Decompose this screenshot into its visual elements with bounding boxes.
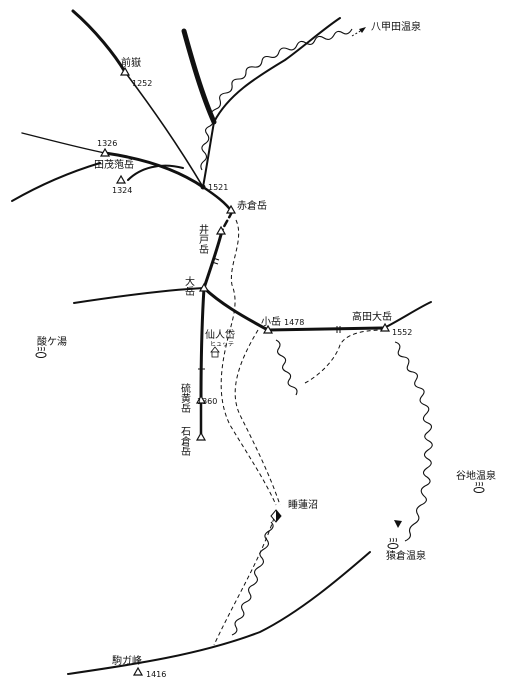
suirenuma-pond-icon <box>270 509 282 523</box>
peak-marker-1521 <box>200 184 206 190</box>
ridge-takada-ne <box>383 301 432 329</box>
symbols <box>35 27 485 549</box>
place-label-sukayu: 酸ケ湯 <box>37 335 67 348</box>
ridge-kodake-takada <box>266 326 386 332</box>
ridge-akakura-ido <box>220 210 234 233</box>
peak-name-komagamine: 駒ガ峰 <box>112 655 142 667</box>
peak-marker-odake <box>198 282 210 292</box>
peak-marker-1326 <box>99 147 111 157</box>
peak-elev-1521: 1521 <box>208 183 228 192</box>
peak-elev-1326: 1326 <box>97 139 117 148</box>
place-label-sarukura-onsen: 猿倉温泉 <box>386 549 426 562</box>
peak-marker-maedake <box>119 66 131 76</box>
peak-marker-1324 <box>115 174 127 184</box>
peak-name-odake: 大岳 <box>183 275 195 297</box>
hut-icon <box>210 346 220 358</box>
ridge-lines <box>11 9 432 675</box>
ridge-odake-iodake <box>199 286 206 402</box>
trail-loop-east <box>304 329 385 384</box>
peak-markers <box>99 66 391 676</box>
trail-suirenuma-komagamine <box>213 517 275 646</box>
place-label-suirenuma: 睡蓮沼 <box>288 498 318 511</box>
ridge-odake-kodake <box>202 286 270 332</box>
peak-marker-takada <box>379 322 391 332</box>
peak-name-ido: 井戸岳 <box>197 223 209 255</box>
peak-name-kodake: 小岳 <box>261 316 281 328</box>
hot-spring-icon-yachi <box>473 481 485 493</box>
peak-elev-takadaodake: 1552 <box>392 328 412 337</box>
road-sarukura <box>394 341 433 542</box>
arrow-icon-sarukura <box>394 520 402 528</box>
peak-name-ishikura: 石倉岳 <box>179 426 191 457</box>
ridge-west-1326 <box>21 132 106 154</box>
trail-lines <box>213 219 385 646</box>
road-lines <box>200 28 433 636</box>
peak-name-tamosachi: 田茂萢岳 <box>94 158 134 171</box>
ridge-tamosachi <box>103 151 205 189</box>
peak-elev-iodake: 1360 <box>197 397 217 406</box>
peak-elev-maedake: 1252 <box>132 79 152 88</box>
ridge-tick-marks <box>198 257 341 370</box>
ridge-1324-spur <box>127 164 184 181</box>
peak-elev-1324: 1324 <box>112 186 132 195</box>
peak-marker-kodake <box>262 324 274 334</box>
peak-name-iodake: 硫黄岳 <box>179 382 191 414</box>
hot-spring-icon-sukayu <box>35 346 47 358</box>
ridge-north-maedake <box>71 9 127 74</box>
ridge-thick-north <box>181 28 217 125</box>
ridge-maedake-1521 <box>124 71 204 188</box>
trail-akakura-hut <box>229 219 240 331</box>
place-label-hakkoda-onsen: 八甲田温泉 <box>371 20 421 33</box>
map-labels: 八甲田温泉 前嶽 1252 1326 田茂萢岳 1324 1521 赤倉岳 井戸… <box>37 20 496 679</box>
road-kodake-south <box>275 339 298 396</box>
place-label-hut: ヒュッテ <box>210 341 234 348</box>
ridge-to-1521 <box>202 121 215 188</box>
trail-hut-suirenuma-a <box>220 329 277 506</box>
ridge-ne-arc <box>213 17 341 123</box>
peak-marker-akakura <box>225 204 237 214</box>
peak-name-akakura: 赤倉岳 <box>237 199 267 212</box>
peak-marker-ido <box>215 225 227 235</box>
hot-spring-icon-sarukura <box>387 537 399 549</box>
place-label-sennintai: 仙人岱 <box>205 328 235 341</box>
peak-elev-kodake: 1478 <box>284 318 304 327</box>
ridge-west-low <box>11 162 101 202</box>
peak-marker-komagamine <box>132 666 144 676</box>
peak-marker-ishikura <box>195 431 207 441</box>
trail-hut-suirenuma-b <box>234 329 281 506</box>
ridge-komagamine <box>67 551 371 675</box>
place-label-yachi-onsen: 谷地温泉 <box>456 469 496 482</box>
ridge-ido-odake <box>202 229 224 290</box>
peak-name-takadaodake: 高田大岳 <box>352 310 392 323</box>
road-suirenuma-south <box>231 521 274 636</box>
peak-name-maedake: 前嶽 <box>121 56 141 69</box>
road-ne <box>200 28 353 171</box>
ridge-odake-west <box>73 287 205 304</box>
peak-marker-iodake <box>195 394 207 404</box>
peak-elev-komagamine: 1416 <box>146 670 166 679</box>
arrow-icon-hakkoda <box>351 27 366 37</box>
